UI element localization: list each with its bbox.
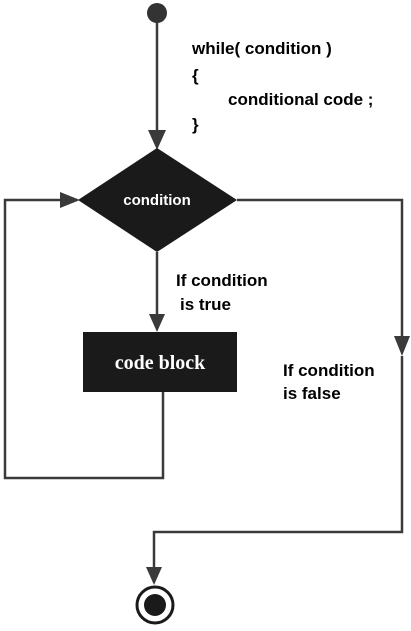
code-block-node xyxy=(83,332,237,392)
true-branch-label-line2: is true xyxy=(180,295,231,314)
condition-node xyxy=(78,148,237,252)
code-line-conditional-code: conditional code ; xyxy=(228,90,373,109)
code-line-open-brace: { xyxy=(192,66,199,85)
false-branch-arrowhead xyxy=(394,336,410,356)
code-line-while: while( condition ) xyxy=(191,39,332,58)
code-line-close-brace: } xyxy=(192,115,199,134)
start-to-condition-arrowhead xyxy=(148,130,166,150)
condition-node-label: condition xyxy=(123,192,191,209)
end-node-inner-dot xyxy=(144,594,166,616)
true-branch-arrowhead xyxy=(149,314,165,332)
loop-back-arrowhead xyxy=(60,192,80,208)
false-to-end-edge xyxy=(152,356,404,568)
loop-back-edge xyxy=(3,198,165,480)
false-to-end-arrowhead xyxy=(146,567,162,585)
false-branch-label-line2: is false xyxy=(283,384,341,403)
code-block-node-label: code block xyxy=(115,352,206,374)
start-node xyxy=(147,3,167,23)
true-branch-label-line1: If condition xyxy=(176,271,268,290)
false-branch-label-line1: If condition xyxy=(283,361,375,380)
false-branch-edge xyxy=(237,198,404,338)
